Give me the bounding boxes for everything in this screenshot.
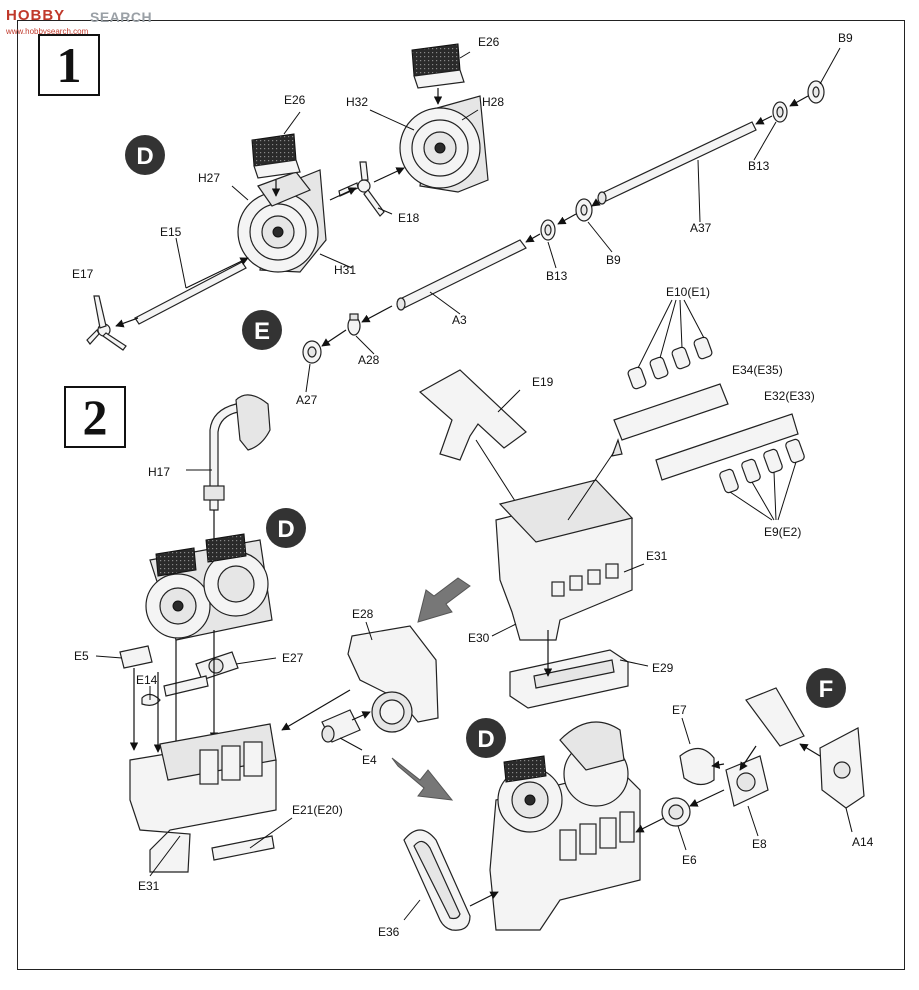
- step-2-number: 2: [64, 386, 126, 448]
- label-e29: E29: [652, 661, 674, 675]
- label-e8: E8: [752, 837, 767, 851]
- label-e14: E14: [136, 673, 158, 687]
- label-e6: E6: [682, 853, 697, 867]
- label-e26-left: E26: [284, 93, 306, 107]
- subassembly-f-badge: F: [806, 668, 846, 708]
- label-h31: H31: [334, 263, 356, 277]
- label-e31-upper: E31: [646, 549, 668, 563]
- svg-text:E: E: [254, 318, 270, 345]
- label-b9-lower: B9: [606, 253, 621, 267]
- part-e6: [661, 797, 691, 827]
- bearing-b9-lower: [575, 198, 593, 222]
- watermark-search: SEARCH: [90, 9, 153, 25]
- label-e27: E27: [282, 651, 304, 665]
- direction-arrow-upper: [417, 577, 471, 623]
- label-e36: E36: [378, 925, 400, 939]
- part-e8: [725, 755, 769, 807]
- part-e27: [195, 651, 239, 681]
- watermark-url: www.hobbysearch.com: [6, 27, 89, 36]
- engine-block-upper-right: [495, 479, 634, 641]
- belt-e36: [403, 829, 471, 931]
- label-a14: A14: [852, 835, 874, 849]
- label-b13-upper: B13: [748, 159, 770, 173]
- manifold-e34: [611, 383, 729, 457]
- label-e5: E5: [74, 649, 89, 663]
- subassembly-d-badge-3: D: [466, 718, 506, 758]
- valve-caps-e9: [719, 438, 805, 494]
- plate-e28: [347, 625, 439, 733]
- part-a27: [302, 340, 322, 364]
- svg-text:D: D: [136, 143, 153, 170]
- label-h17: H17: [148, 465, 170, 479]
- shaft-a3: [396, 239, 527, 311]
- bearing-b9-upper: [807, 80, 825, 104]
- label-e30: E30: [468, 631, 490, 645]
- step-1-number: 1: [38, 34, 100, 96]
- blower-h28: [399, 95, 489, 193]
- direction-arrow-lower: [391, 757, 454, 801]
- label-e26-right: E26: [478, 35, 500, 49]
- engine-assembly-final: [489, 721, 641, 931]
- part-e17: [86, 295, 127, 351]
- svg-text:D: D: [277, 516, 294, 543]
- part-a14: [745, 687, 865, 809]
- vent-e26-right: [411, 43, 465, 89]
- label-e15: E15: [160, 225, 182, 239]
- label-e34: E34(E35): [732, 363, 783, 377]
- part-e7: [679, 747, 715, 786]
- shaft-a37: [597, 121, 757, 205]
- exhaust-pipe-h17: [203, 394, 271, 511]
- valve-caps-e10: [627, 336, 713, 390]
- label-h28: H28: [482, 95, 504, 109]
- label-e19: E19: [532, 375, 554, 389]
- label-h32: H32: [346, 95, 368, 109]
- label-b13-lower: B13: [546, 269, 568, 283]
- label-e9: E9(E2): [764, 525, 801, 539]
- subassembly-d-badge-1: D: [125, 135, 165, 175]
- subassembly-d-badge-2: D: [266, 508, 306, 548]
- label-e28: E28: [352, 607, 374, 621]
- bearing-b13-upper: [772, 101, 788, 123]
- subassembly-e-badge: E: [242, 310, 282, 350]
- label-b9-upper: B9: [838, 31, 853, 45]
- label-e21: E21(E20): [292, 803, 343, 817]
- blower-h27: [237, 169, 327, 273]
- label-a27: A27: [296, 393, 318, 407]
- svg-text:D: D: [477, 726, 494, 753]
- label-e18: E18: [398, 211, 420, 225]
- label-e17: E17: [72, 267, 94, 281]
- label-e4: E4: [362, 753, 377, 767]
- part-e19: [418, 369, 527, 461]
- label-a28: A28: [358, 353, 380, 367]
- label-e32: E32(E33): [764, 389, 815, 403]
- part-e14: [141, 675, 209, 706]
- shaft-e15: [134, 261, 247, 325]
- twin-blowers-left: [145, 533, 273, 641]
- part-e4: [321, 709, 361, 743]
- bearing-b13-lower: [540, 219, 556, 241]
- label-a37: A37: [690, 221, 712, 235]
- label-e10: E10(E1): [666, 285, 710, 299]
- part-a28: [347, 313, 361, 336]
- svg-text:F: F: [819, 676, 834, 703]
- part-e5: [119, 645, 153, 669]
- label-h27: H27: [198, 171, 220, 185]
- part-e18: [338, 161, 385, 217]
- vent-e26-left: [251, 133, 301, 179]
- watermark-brand: HOBBY: [6, 7, 66, 24]
- hobbysearch-watermark: HOBBY SEARCH www.hobbysearch.com: [4, 3, 184, 37]
- pan-e29: [509, 649, 629, 709]
- engine-block-left: [129, 723, 277, 873]
- label-e31-lower: E31: [138, 879, 160, 893]
- manifold-e32: [655, 413, 799, 481]
- label-e7: E7: [672, 703, 687, 717]
- instruction-sheet-frame: [17, 20, 905, 970]
- label-a3: A3: [452, 313, 467, 327]
